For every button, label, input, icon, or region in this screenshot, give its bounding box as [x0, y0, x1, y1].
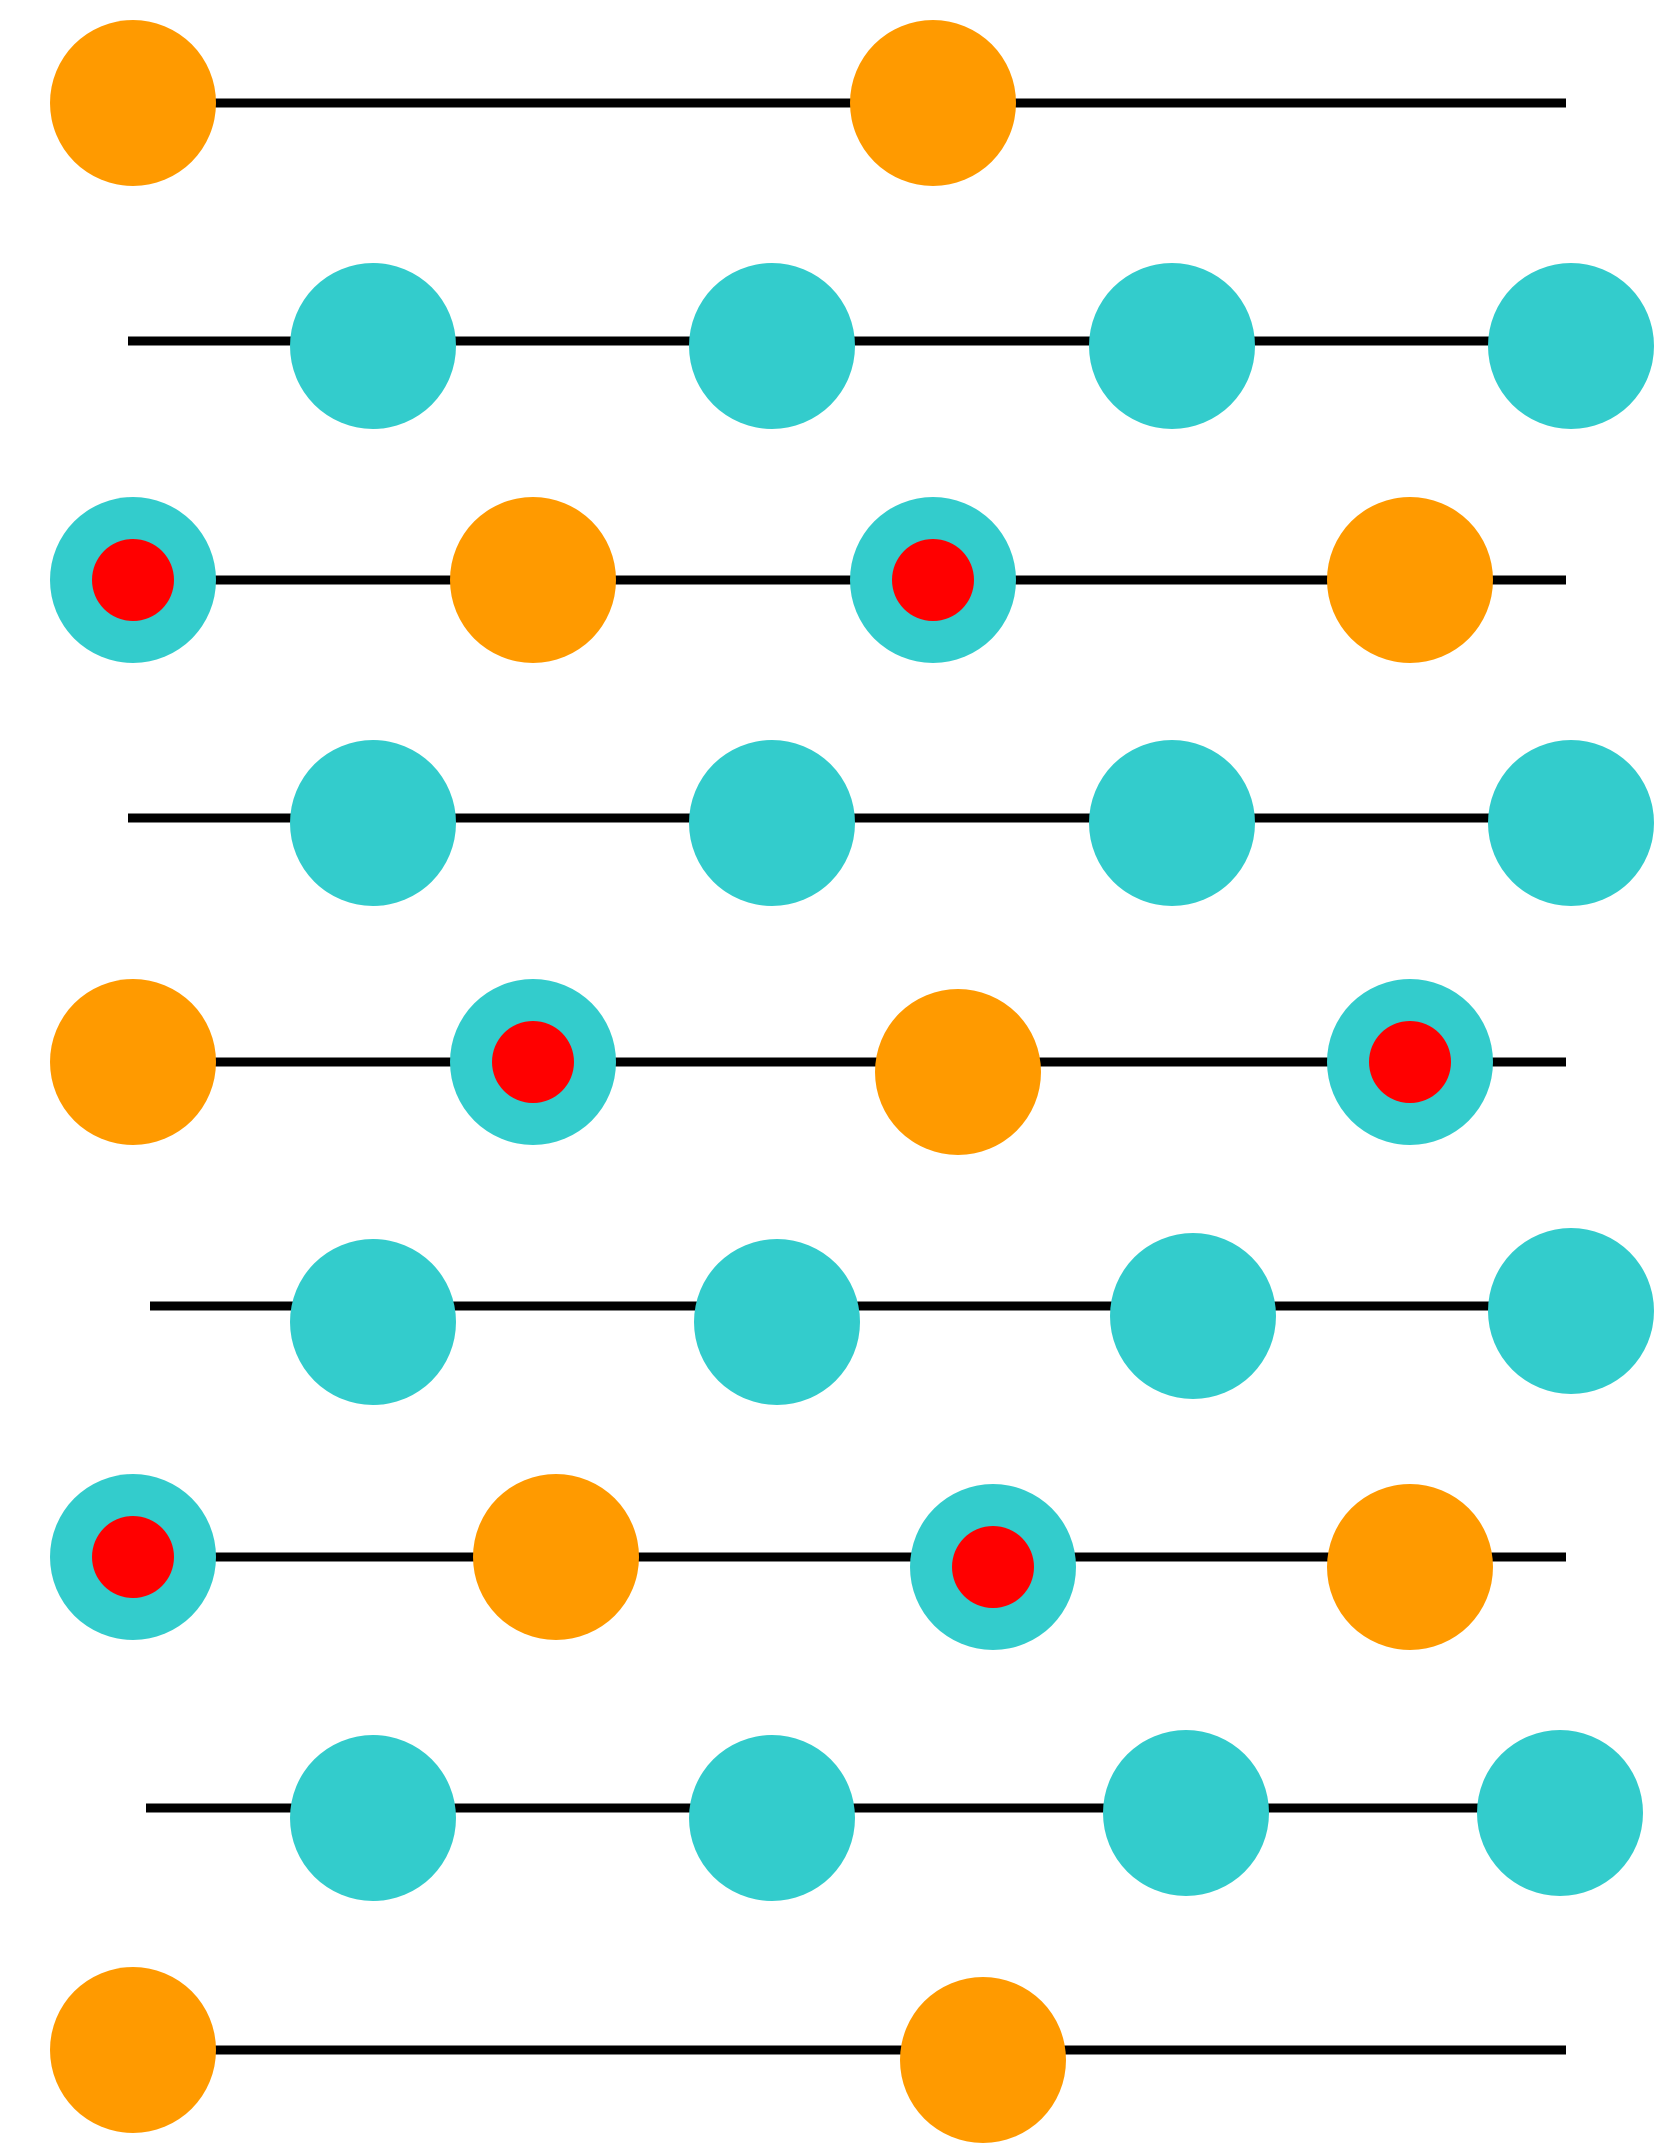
- cyan-circle: [290, 263, 456, 429]
- cyan-circle: [1488, 1228, 1654, 1394]
- cyan-circle: [1477, 1730, 1643, 1896]
- chain-row-2: [128, 263, 1654, 429]
- cyan-circle: [1488, 263, 1654, 429]
- cyan-node-with-red-core: [850, 497, 1016, 663]
- orange-node: [1327, 497, 1493, 663]
- cyan-node: [1089, 263, 1255, 429]
- chain-row-5: [50, 979, 1566, 1155]
- orange-node: [875, 989, 1041, 1155]
- cyan-circle: [290, 1735, 456, 1901]
- cyan-circle: [290, 740, 456, 906]
- orange-circle: [875, 989, 1041, 1155]
- red-core-dot: [92, 539, 174, 621]
- cyan-node: [290, 1735, 456, 1901]
- cyan-circle: [1089, 740, 1255, 906]
- chain-row-8: [146, 1730, 1643, 1901]
- cyan-circle: [290, 1239, 456, 1405]
- cyan-node-with-red-core: [1327, 979, 1493, 1145]
- cyan-node-with-red-core: [50, 497, 216, 663]
- cyan-node: [290, 263, 456, 429]
- red-core-dot: [1369, 1021, 1451, 1103]
- cyan-circle: [1110, 1233, 1276, 1399]
- cyan-node: [689, 740, 855, 906]
- orange-circle: [900, 1977, 1066, 2143]
- cyan-node-with-red-core: [910, 1484, 1076, 1650]
- orange-circle: [50, 1967, 216, 2133]
- cyan-node: [290, 1239, 456, 1405]
- chain-row-4: [128, 740, 1654, 906]
- red-core-dot: [952, 1526, 1034, 1608]
- orange-circle: [450, 497, 616, 663]
- cyan-node: [689, 263, 855, 429]
- cyan-node-with-red-core: [450, 979, 616, 1145]
- red-core-dot: [492, 1021, 574, 1103]
- orange-circle: [50, 979, 216, 1145]
- orange-circle: [50, 20, 216, 186]
- cyan-circle: [689, 263, 855, 429]
- cyan-node: [689, 1735, 855, 1901]
- chain-row-6: [150, 1228, 1654, 1405]
- orange-node: [1327, 1484, 1493, 1650]
- chain-row-3: [50, 497, 1566, 663]
- chain-row-9: [50, 1967, 1566, 2143]
- cyan-node: [1488, 263, 1654, 429]
- chain-row-7: [50, 1474, 1566, 1650]
- cyan-circle: [689, 740, 855, 906]
- cyan-node: [1477, 1730, 1643, 1896]
- orange-node: [900, 1977, 1066, 2143]
- cyan-node: [1488, 1228, 1654, 1394]
- cyan-node: [1488, 740, 1654, 906]
- cyan-circle: [689, 1735, 855, 1901]
- chain-row-1: [50, 20, 1566, 186]
- orange-node: [50, 20, 216, 186]
- orange-node: [850, 20, 1016, 186]
- orange-node: [50, 1967, 216, 2133]
- cyan-node: [1110, 1233, 1276, 1399]
- orange-node: [450, 497, 616, 663]
- orange-circle: [473, 1474, 639, 1640]
- orange-node: [473, 1474, 639, 1640]
- cyan-node-with-red-core: [50, 1474, 216, 1640]
- rows-layer: [50, 20, 1654, 2143]
- red-core-dot: [892, 539, 974, 621]
- cyan-circle: [1089, 263, 1255, 429]
- red-core-dot: [92, 1516, 174, 1598]
- cyan-node: [1103, 1730, 1269, 1896]
- orange-circle: [850, 20, 1016, 186]
- cyan-node: [1089, 740, 1255, 906]
- orange-circle: [1327, 1484, 1493, 1650]
- cyan-node: [694, 1239, 860, 1405]
- cyan-node: [290, 740, 456, 906]
- cyan-circle: [1488, 740, 1654, 906]
- cyan-circle: [694, 1239, 860, 1405]
- orange-circle: [1327, 497, 1493, 663]
- cyan-circle: [1103, 1730, 1269, 1896]
- orange-node: [50, 979, 216, 1145]
